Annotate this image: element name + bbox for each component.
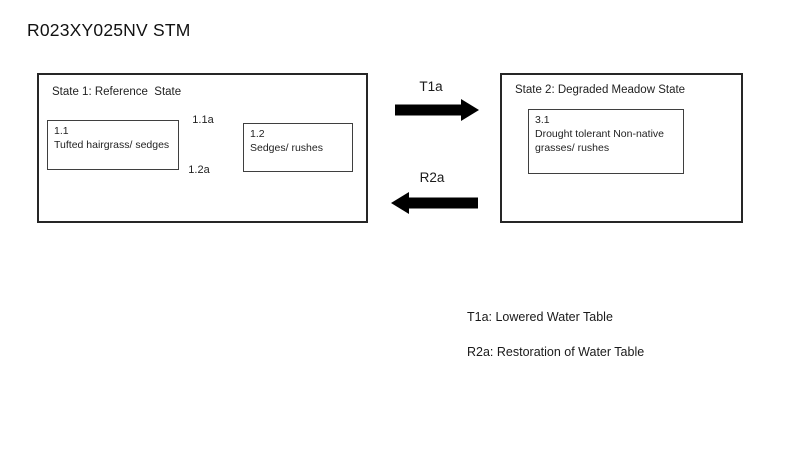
community-name: Tufted hairgrass/ sedges: [54, 139, 170, 151]
community-id: 1.2: [250, 128, 265, 140]
community-name: Drought tolerant Non-native grasses/ rus…: [535, 128, 667, 154]
community-id: 1.1: [54, 125, 69, 137]
transition-label-t1a: T1a: [419, 79, 443, 94]
state2-label: State 2: Degraded Meadow State: [515, 84, 686, 96]
community-box-1-1: 1.1 Tufted hairgrass/ sedges: [47, 120, 179, 170]
legend-line-r2a: R2a: Restoration of Water Table: [467, 345, 645, 359]
state1-box: State 1: Reference State 1.1 Tufted hair…: [37, 73, 368, 223]
pathway-label-1-2a: 1.2a: [188, 164, 210, 176]
state1-label: State 1: Reference State: [52, 86, 182, 98]
community-box-3-1: 3.1 Drought tolerant Non-native grasses/…: [528, 109, 684, 174]
community-name: Sedges/ rushes: [250, 142, 323, 154]
community-id: 3.1: [535, 114, 550, 126]
legend: T1a: Lowered Water Table R2a: Restoratio…: [467, 309, 644, 379]
pathway-label-1-1a: 1.1a: [192, 114, 214, 126]
transition-arrow-t1a: [395, 99, 479, 121]
state2-box: State 2: Degraded Meadow State 3.1 Droug…: [500, 73, 743, 223]
legend-line-t1a: T1a: Lowered Water Table: [467, 310, 613, 324]
community-box-1-2: 1.2 Sedges/ rushes: [243, 123, 353, 172]
transition-arrow-r2a: [391, 192, 478, 214]
page-title: R023XY025NV STM: [27, 20, 191, 40]
transition-label-r2a: R2a: [419, 170, 445, 185]
